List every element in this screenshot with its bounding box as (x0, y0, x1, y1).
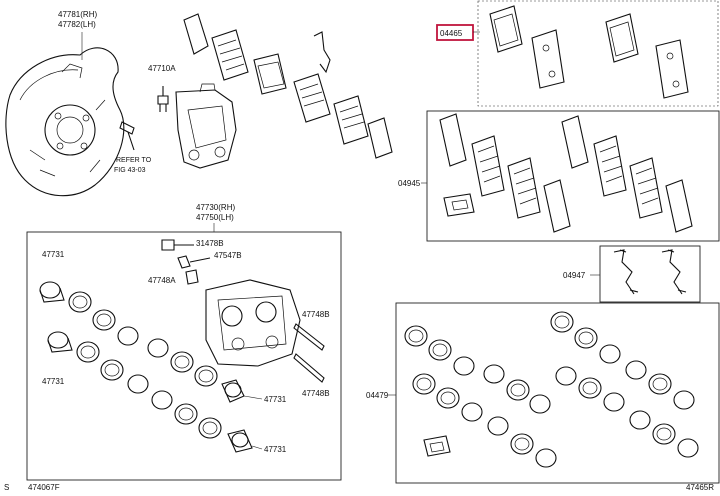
pin-upper-label: 47748B (302, 310, 330, 319)
bolt-label: 31478B (196, 239, 224, 248)
support-kit-drawing[interactable] (613, 249, 687, 295)
bolt-plug-drawing[interactable] (161, 239, 211, 285)
right-piston-group[interactable] (147, 338, 253, 453)
pad-kit-highlight (436, 24, 474, 41)
fitting-kit-drawing[interactable] (439, 113, 693, 233)
piston-mid-label: 47731 (264, 395, 287, 404)
pad-kit-drawing[interactable] (489, 5, 689, 99)
pad-kit-label[interactable]: 04465 (440, 29, 463, 38)
bleeder-cap-label: 47748A (148, 276, 176, 285)
upper-caliper-drawing[interactable] (175, 83, 237, 169)
bleeder-top-label: 47710A (148, 64, 176, 73)
caliper-assembly-box (26, 231, 342, 481)
bleeder-top-drawing[interactable] (157, 86, 169, 112)
dust-cover-lh-label: 47782(LH) (58, 20, 96, 29)
refer-to-line1: REFER TO (116, 157, 152, 164)
caliper-lh-label: 47750(LH) (196, 213, 234, 222)
upper-pad-series[interactable] (183, 13, 393, 159)
plug-label: 47547B (214, 251, 242, 260)
seal-kit-drawing[interactable] (404, 311, 699, 468)
support-kit-label[interactable]: 04947 (563, 271, 586, 280)
piston-tl-label: 47731 (42, 250, 65, 259)
footer-prefix: S (4, 483, 9, 492)
support-kit-box (599, 245, 701, 303)
pad-clip-drawing[interactable] (313, 31, 331, 74)
refer-to-line2: FIG 43-03 (114, 167, 146, 174)
fitting-kit-box (426, 110, 720, 242)
footer-right-code: 47465R (686, 483, 714, 492)
dust-cover-rh-label: 47781(RH) (58, 10, 97, 19)
seal-kit-label[interactable]: 04479 (366, 391, 389, 400)
left-piston-group[interactable] (39, 281, 149, 394)
fitting-kit-label[interactable]: 04945 (398, 179, 421, 188)
main-caliper-drawing[interactable] (205, 279, 301, 367)
guide-pins-drawing[interactable] (293, 323, 325, 383)
piston-bl-label: 47731 (42, 377, 65, 386)
pin-lower-label: 47748B (302, 389, 330, 398)
cover-screw-drawing[interactable] (119, 121, 135, 151)
seal-kit-box (395, 302, 720, 484)
footer-left-code: 474067F (28, 483, 60, 492)
caliper-rh-label: 47730(RH) (196, 203, 235, 212)
piston-br-label: 47731 (264, 445, 287, 454)
dust-cover-drawing[interactable] (5, 47, 125, 197)
